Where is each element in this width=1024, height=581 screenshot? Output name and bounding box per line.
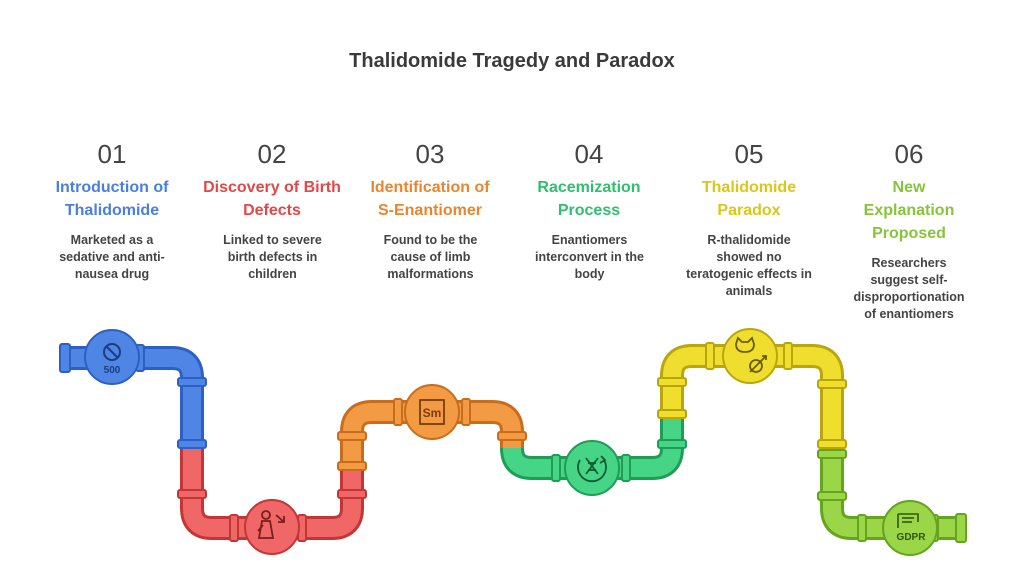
step-description: Linked to severe birth defects in childr…: [223, 233, 322, 281]
step-number: 02: [257, 139, 287, 169]
step-5: 05 Thalidomide Paradox R-thalidomide sho…: [674, 138, 824, 300]
step-2: 02 Discovery of Birth Defects Linked to …: [197, 138, 347, 283]
gdpr-label: GDPR: [897, 532, 927, 543]
gdpr-document-icon: [897, 513, 919, 528]
step-description: Enantiomers interconvert in the body: [534, 233, 645, 281]
node-6: GDPR: [882, 500, 938, 556]
pipe-end-cap: [955, 513, 967, 543]
cat-no-male-icon: [735, 336, 767, 373]
step-heading: Identification of S-Enantiomer: [370, 179, 490, 219]
step-heading: Racemization Process: [537, 179, 641, 219]
step-heading: New Explanation Proposed: [863, 179, 955, 242]
node-5: [722, 328, 778, 384]
step-number: 04: [574, 139, 604, 169]
node-1: 500: [84, 329, 140, 385]
step-heading: Discovery of Birth Defects: [203, 179, 341, 219]
step-description: R-thalidomide showed no teratogenic effe…: [686, 233, 812, 298]
step-description: Researchers suggest self-disproportionat…: [853, 256, 965, 321]
step-heading: Thalidomide Paradox: [701, 179, 797, 219]
node-2: [244, 499, 300, 555]
step-3: 03 Identification of S-Enantiomer Found …: [355, 138, 505, 283]
node-3: Sm: [404, 384, 460, 440]
diagram-title: Thalidomide Tragedy and Paradox: [349, 50, 675, 72]
pipe-end-cap: [59, 343, 71, 373]
step-number: 03: [415, 139, 445, 169]
sm-element-icon: [419, 399, 445, 425]
step-description: Found to be the cause of limb malformati…: [383, 233, 478, 281]
no-500-icon: [103, 343, 121, 361]
step-1: 01 Introduction of Thalidomide Marketed …: [37, 138, 187, 283]
step-heading: Introduction of Thalidomide: [55, 179, 169, 219]
dna-cycle-icon: [577, 455, 607, 483]
step-number: 06: [894, 139, 924, 169]
no-500-label: 500: [104, 365, 121, 376]
sm-element-label: Sm: [423, 406, 442, 420]
child-arrow-icon: [257, 510, 285, 539]
step-description: Marketed as a sedative and anti-nausea d…: [59, 233, 165, 281]
step-6: 06 New Explanation Proposed Researchers …: [834, 138, 984, 323]
node-4: [564, 440, 620, 496]
step-number: 01: [97, 139, 127, 169]
step-number: 05: [734, 139, 764, 169]
step-4: 04 Racemization Process Enantiomers inte…: [514, 138, 664, 283]
